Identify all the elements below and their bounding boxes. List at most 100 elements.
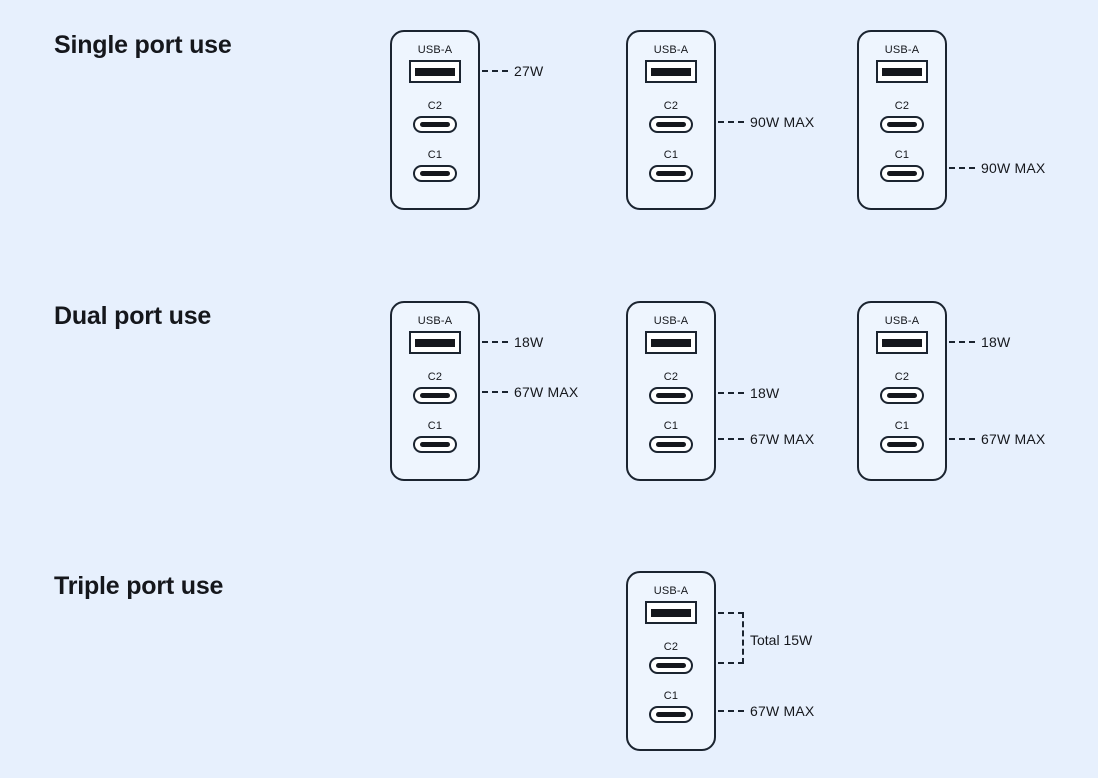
usb-c-port-icon	[649, 706, 693, 723]
usb-c-port-icon	[880, 387, 924, 404]
usb-a-port-icon	[645, 60, 697, 83]
section-title-single-port: Single port use	[54, 31, 232, 59]
usb-a-port-icon	[409, 331, 461, 354]
port-label-usba: USB-A	[417, 315, 453, 327]
leader-line	[482, 391, 508, 393]
charger-dual-2: USB-A C2 C1	[626, 301, 716, 481]
section-title-triple-port: Triple port use	[54, 572, 224, 600]
callout-dual-1-c2: 67W MAX	[482, 384, 578, 400]
usb-c-port-icon	[649, 165, 693, 182]
port-usba-group: USB-A	[392, 315, 478, 354]
port-label-c2: C2	[427, 100, 443, 112]
port-label-c1: C1	[427, 420, 443, 432]
usb-c-port-icon	[649, 387, 693, 404]
wattage-label: 18W	[981, 334, 1011, 350]
port-c1-group: C1	[628, 690, 714, 723]
wattage-label: 27W	[514, 63, 544, 79]
charger-single-1: USB-A C2 C1	[390, 30, 480, 210]
leader-line	[949, 167, 975, 169]
callout-single-3-c1: 90W MAX	[949, 160, 1045, 176]
usb-c-port-icon	[413, 116, 457, 133]
usb-a-port-icon	[409, 60, 461, 83]
wattage-label: 90W MAX	[750, 114, 815, 130]
port-usba-group: USB-A	[859, 44, 945, 83]
wattage-label: 67W MAX	[981, 431, 1046, 447]
leader-line	[718, 438, 744, 440]
port-c2-group: C2	[392, 100, 478, 133]
port-c1-group: C1	[392, 149, 478, 182]
port-label-c1: C1	[663, 149, 679, 161]
port-label-c1: C1	[663, 420, 679, 432]
wattage-label: 90W MAX	[981, 160, 1046, 176]
leader-line	[949, 341, 975, 343]
charger-dual-3: USB-A C2 C1	[857, 301, 947, 481]
port-label-usba: USB-A	[417, 44, 453, 56]
port-c2-group: C2	[392, 371, 478, 404]
callout-triple-1-c1: 67W MAX	[718, 703, 814, 719]
callout-dual-3-usba: 18W	[949, 334, 1010, 350]
wattage-label: 18W	[750, 385, 780, 401]
port-label-c1: C1	[427, 149, 443, 161]
wattage-label: 67W MAX	[750, 703, 815, 719]
port-c2-group: C2	[859, 371, 945, 404]
port-label-usba: USB-A	[884, 44, 920, 56]
port-label-usba: USB-A	[884, 315, 920, 327]
port-c1-group: C1	[859, 420, 945, 453]
charger-triple-1: USB-A C2 C1	[626, 571, 716, 751]
port-label-c2: C2	[427, 371, 443, 383]
leader-line	[718, 392, 744, 394]
port-usba-group: USB-A	[628, 585, 714, 624]
charger-single-2: USB-A C2 C1	[626, 30, 716, 210]
total-bracket-label: Total 15W	[750, 632, 813, 648]
port-c2-group: C2	[628, 641, 714, 674]
port-label-c1: C1	[663, 690, 679, 702]
usb-c-port-icon	[880, 436, 924, 453]
wattage-label: 67W MAX	[514, 384, 579, 400]
wattage-label: 67W MAX	[750, 431, 815, 447]
callout-dual-2-c1: 67W MAX	[718, 431, 814, 447]
port-label-usba: USB-A	[653, 585, 689, 597]
port-label-c2: C2	[894, 100, 910, 112]
usb-a-port-icon	[645, 601, 697, 624]
charger-single-3: USB-A C2 C1	[857, 30, 947, 210]
port-label-c2: C2	[663, 641, 679, 653]
usb-c-port-icon	[649, 436, 693, 453]
port-label-c2: C2	[663, 371, 679, 383]
port-c1-group: C1	[859, 149, 945, 182]
callout-dual-1-usba: 18W	[482, 334, 543, 350]
usb-c-port-icon	[413, 436, 457, 453]
section-title-dual-port: Dual port use	[54, 302, 212, 330]
usb-a-port-icon	[645, 331, 697, 354]
port-c1-group: C1	[392, 420, 478, 453]
port-usba-group: USB-A	[628, 44, 714, 83]
port-usba-group: USB-A	[628, 315, 714, 354]
usb-c-port-icon	[413, 165, 457, 182]
port-label-c2: C2	[663, 100, 679, 112]
usb-c-port-icon	[649, 116, 693, 133]
port-usba-group: USB-A	[392, 44, 478, 83]
port-label-usba: USB-A	[653, 315, 689, 327]
port-label-usba: USB-A	[653, 44, 689, 56]
total-bracket	[718, 612, 744, 664]
charger-dual-1: USB-A C2 C1	[390, 301, 480, 481]
port-usba-group: USB-A	[859, 315, 945, 354]
usb-c-port-icon	[880, 165, 924, 182]
callout-dual-3-c1: 67W MAX	[949, 431, 1045, 447]
port-label-c1: C1	[894, 420, 910, 432]
port-label-c1: C1	[894, 149, 910, 161]
callout-single-2-c2: 90W MAX	[718, 114, 814, 130]
port-c2-group: C2	[859, 100, 945, 133]
usb-a-port-icon	[876, 331, 928, 354]
usb-c-port-icon	[649, 657, 693, 674]
usb-a-port-icon	[876, 60, 928, 83]
port-c1-group: C1	[628, 420, 714, 453]
leader-line	[482, 70, 508, 72]
usb-c-port-icon	[413, 387, 457, 404]
wattage-label: 18W	[514, 334, 544, 350]
port-c2-group: C2	[628, 100, 714, 133]
leader-line	[718, 710, 744, 712]
leader-line	[718, 121, 744, 123]
callout-dual-2-c2: 18W	[718, 385, 779, 401]
leader-line	[482, 341, 508, 343]
